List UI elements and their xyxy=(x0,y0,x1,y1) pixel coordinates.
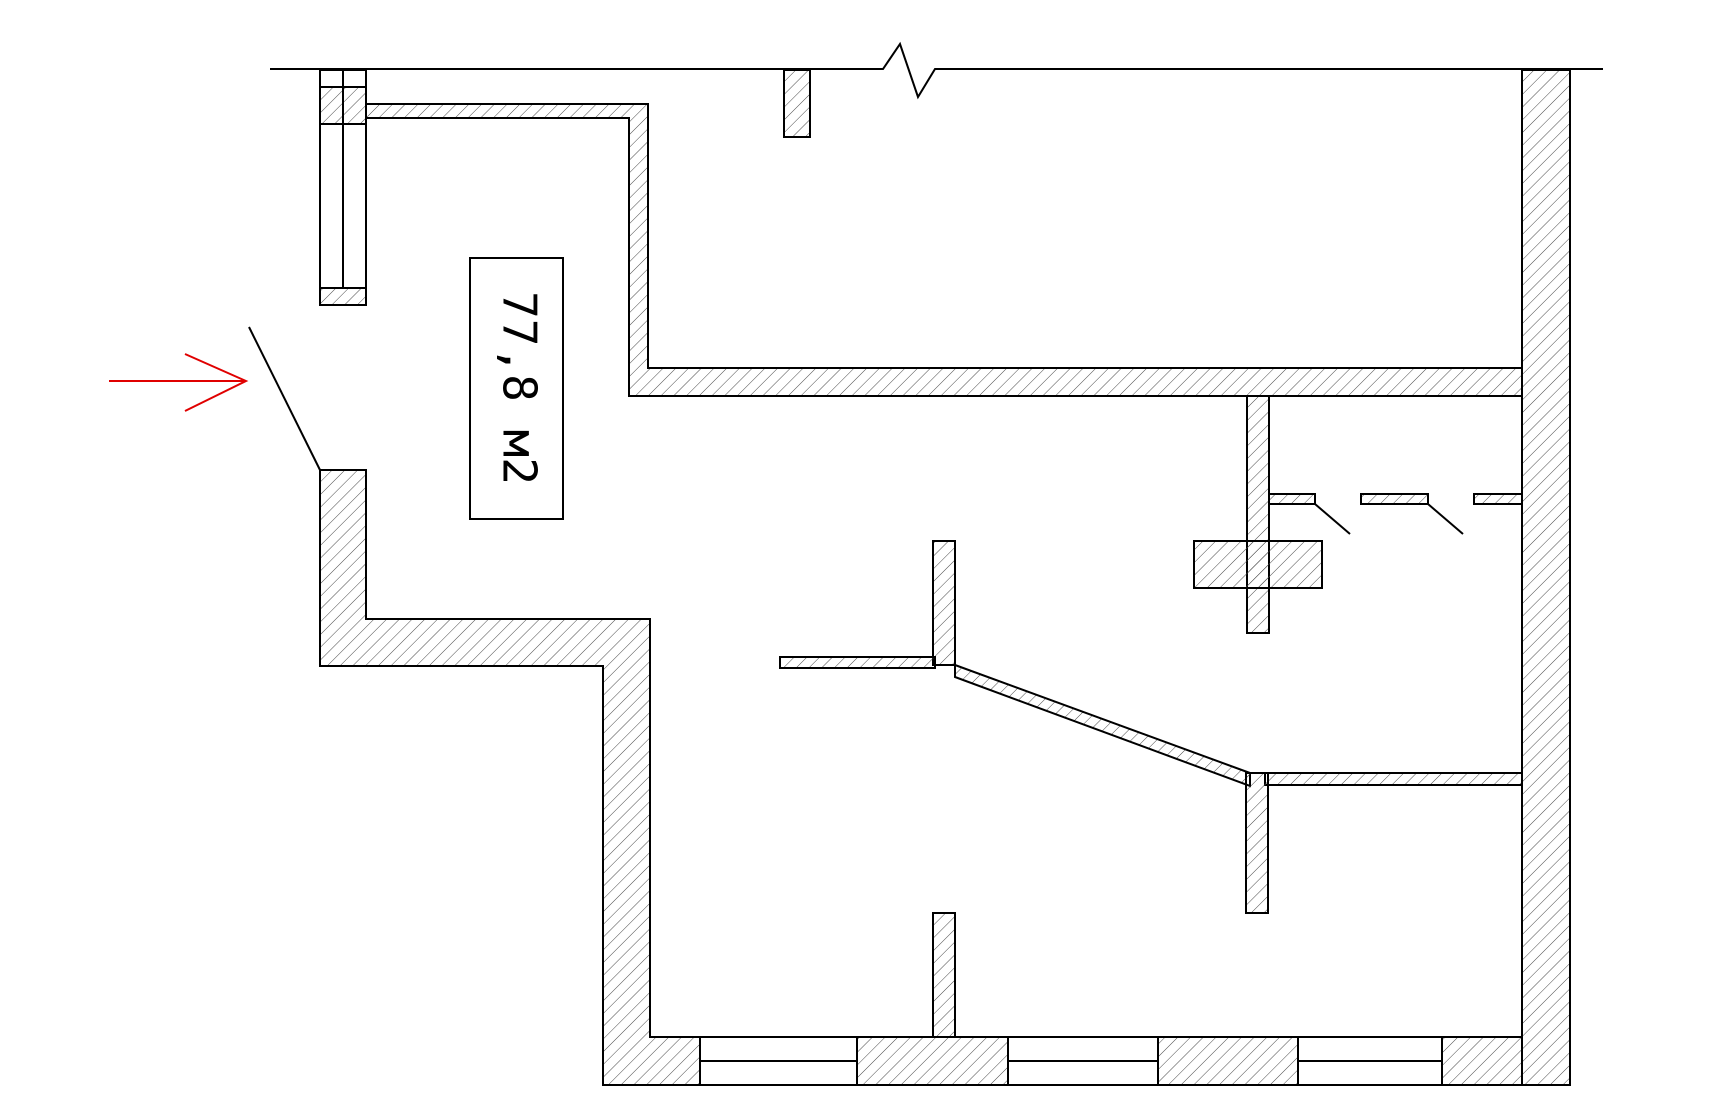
window-left xyxy=(319,69,367,306)
top-boundary-line xyxy=(270,41,1603,100)
wall-left-lower xyxy=(319,469,1523,1086)
wall-right-outer xyxy=(1521,69,1571,1086)
wall-bath-block xyxy=(1193,540,1323,589)
walls xyxy=(319,69,1571,1086)
area-label-box: 77,8 м2 xyxy=(469,257,564,520)
wall-partition-right-vertical xyxy=(1245,772,1269,914)
door-swings xyxy=(248,326,1464,535)
wall-partition-mid-horizontal xyxy=(779,656,936,669)
wall-partition-bottom-stub xyxy=(932,912,956,1038)
entrance-arrow-icon xyxy=(109,353,249,412)
bath-door-swing-2 xyxy=(1427,503,1464,535)
wall-bath-stub-2 xyxy=(1360,493,1429,505)
entrance-door-swing xyxy=(248,326,321,471)
wall-bath-stub-3 xyxy=(1473,493,1523,505)
wall-partition-mid-vertical xyxy=(932,540,956,666)
wall-partition-diagonal xyxy=(954,663,1251,788)
wall-partition-right-horizontal xyxy=(1264,772,1523,786)
area-label: 77,8 м2 xyxy=(493,291,547,485)
windows-bottom xyxy=(699,1036,1443,1086)
wall-bath-stub-1 xyxy=(1268,493,1316,505)
wall-bath-vertical xyxy=(1246,395,1270,634)
bath-door-swing-1 xyxy=(1314,503,1351,535)
wall-left-window-bottom xyxy=(319,287,367,306)
wall-top-stub xyxy=(783,69,811,138)
